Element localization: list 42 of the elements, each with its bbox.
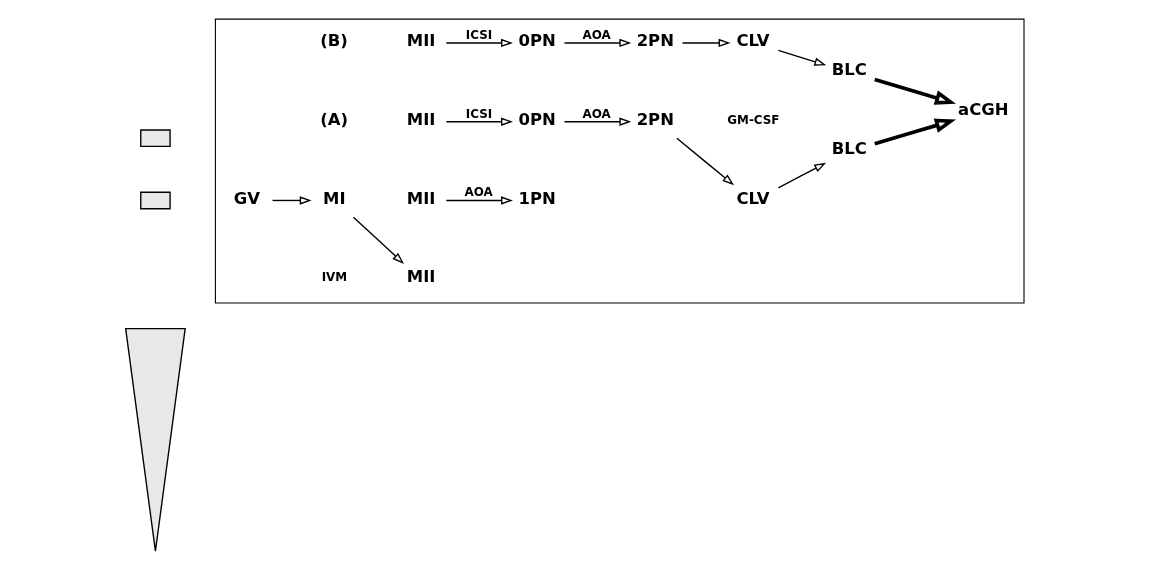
node-text: BLC bbox=[831, 60, 867, 80]
node-text: MI bbox=[322, 188, 346, 208]
node-text: CLV bbox=[735, 188, 770, 208]
arrow bbox=[873, 118, 956, 146]
arrow bbox=[675, 137, 734, 186]
arrow bbox=[777, 162, 826, 189]
arrow bbox=[777, 49, 826, 66]
cluster bbox=[214, 18, 1025, 304]
arrow bbox=[563, 38, 631, 48]
arrow bbox=[445, 196, 513, 205]
node-text: MII bbox=[406, 109, 435, 129]
edge-label: ICSI bbox=[465, 106, 492, 121]
node-text: CLV bbox=[735, 31, 770, 51]
node-text: 2PN bbox=[636, 109, 674, 129]
label: GM-CSF bbox=[726, 112, 779, 127]
arrow bbox=[873, 77, 956, 105]
edge-label: AOA bbox=[582, 106, 611, 121]
label: (B) bbox=[319, 31, 348, 51]
node-arrow bbox=[124, 327, 186, 552]
arrow bbox=[445, 117, 513, 126]
edge-label: AOA bbox=[582, 27, 611, 42]
arrow bbox=[352, 216, 404, 264]
node-text: 2PN bbox=[636, 31, 674, 51]
node-text: 1PN bbox=[518, 188, 556, 208]
node-text: 0PN bbox=[518, 31, 556, 51]
node-text: aCGH bbox=[957, 99, 1009, 119]
node-text: MII bbox=[406, 31, 435, 51]
arrow bbox=[681, 38, 730, 48]
node-text: MII bbox=[406, 267, 435, 287]
node-text: 0PN bbox=[518, 109, 556, 129]
label: IVM bbox=[321, 270, 347, 285]
arrow bbox=[563, 117, 631, 126]
node-text: MII bbox=[406, 188, 435, 208]
arrow bbox=[445, 38, 513, 48]
node-box bbox=[139, 191, 171, 210]
node-text: BLC bbox=[831, 139, 867, 159]
node-box bbox=[139, 129, 171, 148]
node-text: GV bbox=[233, 188, 260, 208]
edge-label: ICSI bbox=[465, 27, 492, 42]
edge-label: AOA bbox=[463, 185, 493, 200]
label: (A) bbox=[319, 109, 348, 129]
arrow bbox=[271, 196, 312, 205]
